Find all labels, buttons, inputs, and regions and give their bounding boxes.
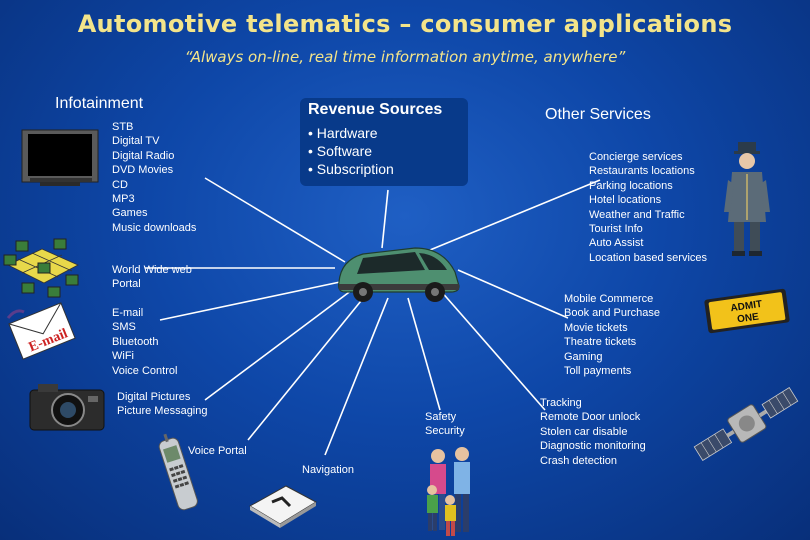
svg-text:ONE: ONE bbox=[737, 311, 760, 325]
svg-text:ADMIT: ADMIT bbox=[730, 299, 763, 314]
connector-other-services bbox=[429, 179, 601, 251]
navigation-map-icon bbox=[249, 485, 318, 528]
tracking-list: Tracking Remote Door unlock Stolen car d… bbox=[540, 397, 646, 467]
network-icon bbox=[3, 238, 79, 298]
revenue-sources-box bbox=[300, 98, 468, 186]
voice-portal-label: Voice Portal bbox=[188, 445, 247, 457]
commerce-list: Mobile Commerce Book and Purchase Movie … bbox=[564, 293, 661, 378]
connector-navigation bbox=[324, 297, 389, 456]
slide-title: Automotive telematics – consumer applica… bbox=[77, 10, 733, 38]
minivan-icon bbox=[338, 247, 460, 302]
television-icon bbox=[21, 129, 99, 186]
family-icon bbox=[427, 447, 470, 536]
revenue-sources-heading: Revenue Sources bbox=[308, 101, 443, 118]
connector-pictures bbox=[204, 289, 353, 401]
email-envelope-icon: E-mail bbox=[6, 302, 76, 360]
safety-security-label: Safety Security bbox=[425, 411, 465, 438]
infotainment-heading: Infotainment bbox=[55, 95, 144, 112]
connector-infotainment bbox=[204, 177, 346, 263]
connector-revenue bbox=[381, 189, 389, 249]
connector-commerce bbox=[457, 269, 569, 319]
other-services-heading: Other Services bbox=[545, 106, 651, 123]
slide-subtitle: “Always on-line, real time information a… bbox=[184, 48, 626, 66]
connector-messaging bbox=[159, 281, 341, 321]
camera-icon bbox=[29, 384, 105, 431]
messaging-list: E-mail SMS Bluetooth WiFi Voice Control bbox=[112, 307, 178, 377]
www-portal-label: World Wide web Portal bbox=[112, 264, 192, 291]
satellite-icon bbox=[693, 386, 799, 462]
revenue-sources-list: • Hardware • Software • Subscription bbox=[308, 125, 394, 177]
connector-safety bbox=[407, 297, 441, 411]
mobile-phone-icon bbox=[158, 433, 198, 511]
connector-voice-portal bbox=[247, 295, 366, 441]
admit-one-ticket-icon: ADMIT ONE bbox=[704, 288, 790, 334]
concierge-figure-icon bbox=[724, 142, 770, 256]
infotainment-list: STB Digital TV Digital Radio DVD Movies … bbox=[112, 121, 197, 234]
other-services-list: Concierge services Restaurants locations… bbox=[589, 151, 708, 264]
connector-tracking bbox=[439, 289, 546, 411]
navigation-label: Navigation bbox=[302, 464, 354, 476]
pictures-list: Digital Pictures Picture Messaging bbox=[117, 391, 208, 418]
